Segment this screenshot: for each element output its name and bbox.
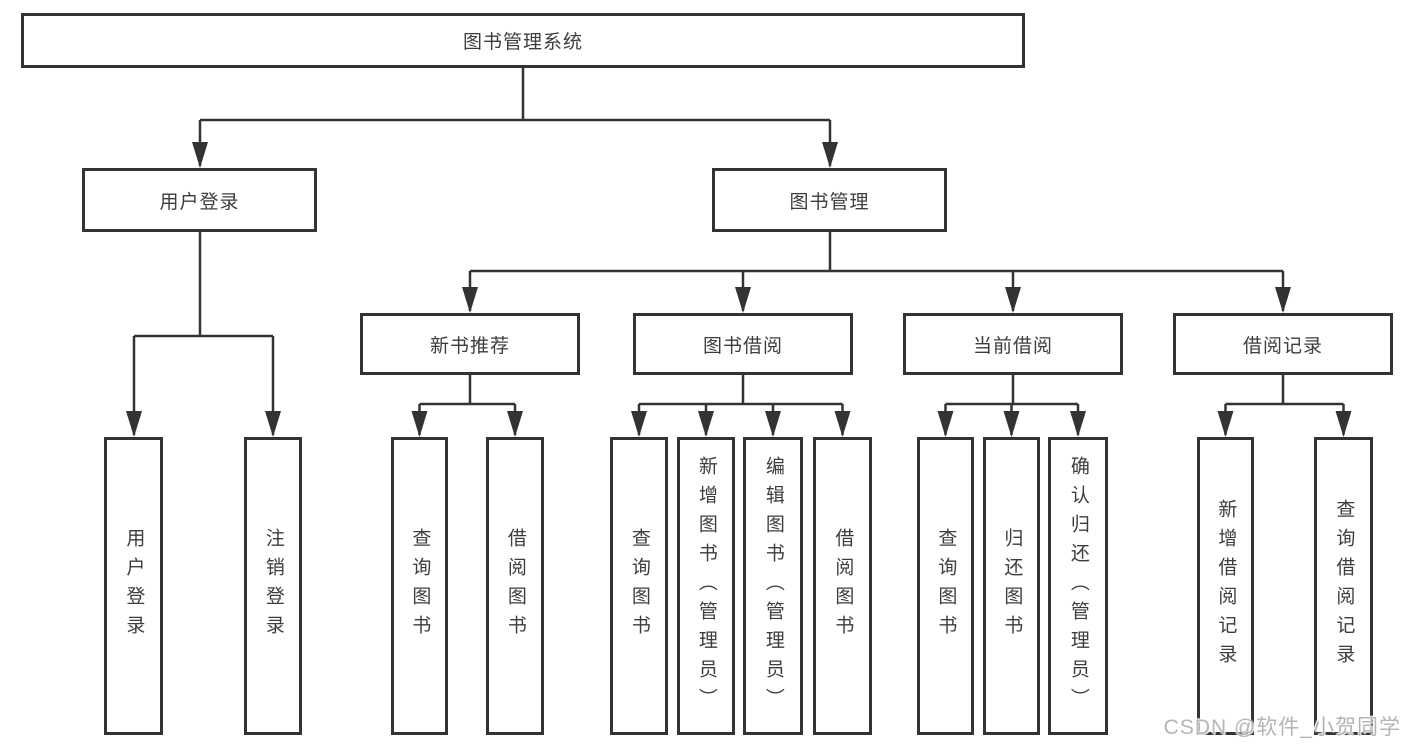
node-user-login: 用户登录: [82, 168, 317, 232]
arrowhead-icon: [411, 411, 428, 437]
leaf-logout: 注销登录: [244, 437, 302, 735]
edge-user-login-to-leaves: [126, 232, 281, 437]
arrowhead-icon: [1003, 411, 1020, 437]
leaf-query-borrow-record: 查询借阅记录: [1314, 437, 1373, 735]
leaf-user-login: 用户登录: [104, 437, 163, 735]
leaf-label: 查询图书: [628, 528, 650, 644]
leaf-label: 新增图书（管理员）: [695, 455, 717, 717]
csdn-watermark: CSDN @软件_小贺同学: [1163, 716, 1401, 739]
arrowhead-icon: [1005, 287, 1021, 313]
leaf-label: 确认归还（管理员）: [1067, 455, 1089, 717]
node-new-book-recommend: 新书推荐: [360, 313, 580, 375]
node-borrow-records: 借阅记录: [1173, 313, 1393, 375]
arrowhead-icon: [462, 287, 478, 313]
leaf-label: 借阅图书: [504, 528, 526, 644]
edge-borrow-records-to-leaves: [1217, 375, 1352, 437]
arrowhead-icon: [265, 411, 281, 437]
node-label: 图书管理: [789, 191, 870, 213]
edge-root-to-level1: [192, 68, 838, 168]
leaf-borrow-books: 借阅图书: [813, 437, 872, 735]
arrowhead-icon: [1217, 411, 1234, 437]
arrowhead-icon: [698, 411, 714, 437]
arrowhead-icon: [507, 411, 523, 437]
edge-line: [1224, 375, 1345, 435]
leaf-label: 新增借阅记录: [1215, 499, 1237, 673]
node-label: 当前借阅: [972, 335, 1053, 357]
leaf-label: 用户登录: [123, 528, 145, 644]
arrowhead-icon: [834, 411, 851, 437]
arrowhead-icon: [937, 411, 954, 437]
leaf-label: 注销登录: [262, 528, 284, 644]
leaf-query-books-recommend: 查询图书: [391, 437, 448, 735]
arrowhead-icon: [735, 287, 751, 313]
edge-line: [637, 375, 844, 435]
arrowhead-icon: [126, 411, 142, 437]
edge-line: [468, 232, 1285, 311]
arrowhead-icon: [1335, 411, 1352, 437]
node-label: 借阅记录: [1242, 335, 1323, 357]
leaf-label: 归还图书: [1001, 528, 1023, 644]
node-label: 图书借阅: [702, 335, 783, 357]
edge-new-book-recommend-to-leaves: [411, 375, 523, 437]
arrowhead-icon: [822, 142, 838, 168]
arrowhead-icon: [1070, 411, 1086, 437]
edge-line: [132, 232, 275, 435]
leaf-borrow-books-recommend: 借阅图书: [486, 437, 544, 735]
node-label: 新书推荐: [429, 335, 510, 357]
leaf-add-borrow-record: 新增借阅记录: [1197, 437, 1254, 735]
arrowhead-icon: [631, 411, 647, 437]
leaf-label: 查询图书: [935, 528, 957, 644]
leaf-return-books: 归还图书: [983, 437, 1040, 735]
arrowhead-icon: [765, 411, 781, 437]
node-library-management-system: 图书管理系统: [21, 13, 1025, 68]
edge-line: [418, 375, 517, 435]
node-book-borrow: 图书借阅: [633, 313, 853, 375]
node-current-borrow: 当前借阅: [903, 313, 1123, 375]
leaf-add-books-admin: 新增图书（管理员）: [677, 437, 735, 735]
node-label: 图书管理系统: [462, 32, 583, 53]
arrowhead-icon: [1275, 287, 1291, 313]
edge-book-borrow-to-leaves: [631, 375, 851, 437]
edge-book-management-to-level2: [462, 232, 1291, 313]
leaf-label: 编辑图书（管理员）: [762, 455, 784, 717]
edge-current-borrow-to-leaves: [937, 375, 1086, 437]
leaf-label: 借阅图书: [832, 528, 854, 644]
arrowhead-icon: [192, 142, 208, 168]
node-book-management: 图书管理: [712, 168, 947, 232]
leaf-query-books-current: 查询图书: [917, 437, 974, 735]
leaf-label: 查询图书: [409, 528, 431, 644]
leaf-label: 查询借阅记录: [1333, 499, 1355, 673]
leaf-query-books-borrow: 查询图书: [610, 437, 668, 735]
node-label: 用户登录: [159, 191, 240, 213]
leaf-confirm-return-admin: 确认归还（管理员）: [1048, 437, 1108, 735]
edge-line: [198, 68, 832, 166]
leaf-edit-books-admin: 编辑图书（管理员）: [743, 437, 803, 735]
